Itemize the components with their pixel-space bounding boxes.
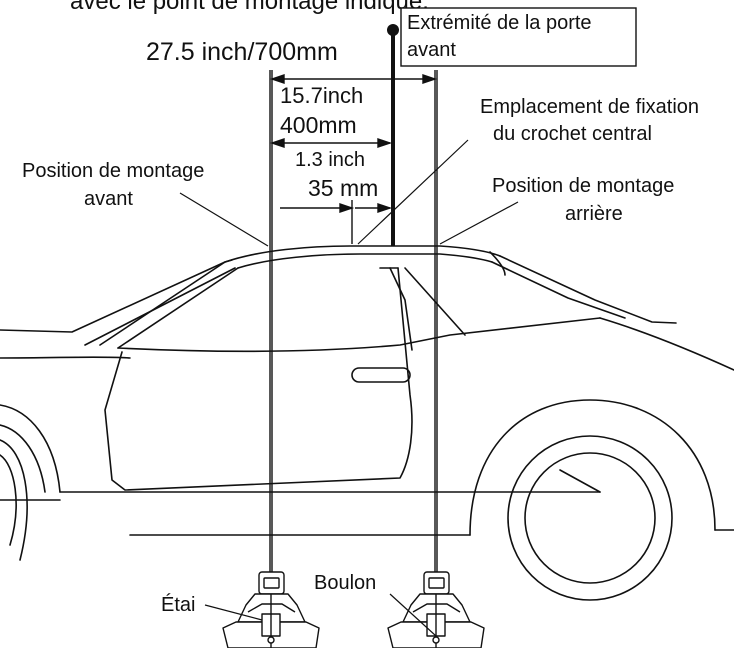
- total-dimension: 27.5 inch/700mm: [146, 38, 338, 66]
- mid-dimension-mm: 400mm: [280, 112, 357, 138]
- door-edge-label-line1: Extrémité de la porte: [407, 12, 592, 34]
- center-fixation-line1: Emplacement de fixation: [480, 96, 699, 118]
- mid-dimension-inch: 15.7inch: [280, 83, 363, 108]
- front-mount-foot: [222, 571, 320, 648]
- bolt-leader: [389, 593, 437, 637]
- bolt-label: Boulon: [314, 572, 376, 594]
- front-mount-line2: avant: [84, 188, 133, 210]
- center-fixation-line2: du crochet central: [493, 123, 652, 145]
- top-caption: avec le point de montage indiqué.: [70, 0, 429, 15]
- door-edge-label-line2: avant: [407, 39, 456, 61]
- small-dimension-mm: 35 mm: [308, 175, 378, 201]
- stay-leader: [204, 604, 263, 621]
- stay-label: Étai: [161, 593, 195, 616]
- leader-lines: [179, 139, 519, 247]
- rear-mount-line1: Position de montage: [492, 175, 674, 197]
- door-edge-label-box: [400, 7, 637, 67]
- door-edge-marker: [387, 24, 399, 246]
- small-dimension-inch: 1.3 inch: [295, 149, 365, 171]
- car-outline: [0, 245, 734, 601]
- mount-poles: [269, 70, 438, 580]
- rear-mount-foot: [387, 571, 485, 648]
- front-mount-line1: Position de montage: [22, 160, 204, 182]
- dimension-lines: [269, 74, 438, 244]
- rear-mount-line2: arrière: [565, 203, 623, 225]
